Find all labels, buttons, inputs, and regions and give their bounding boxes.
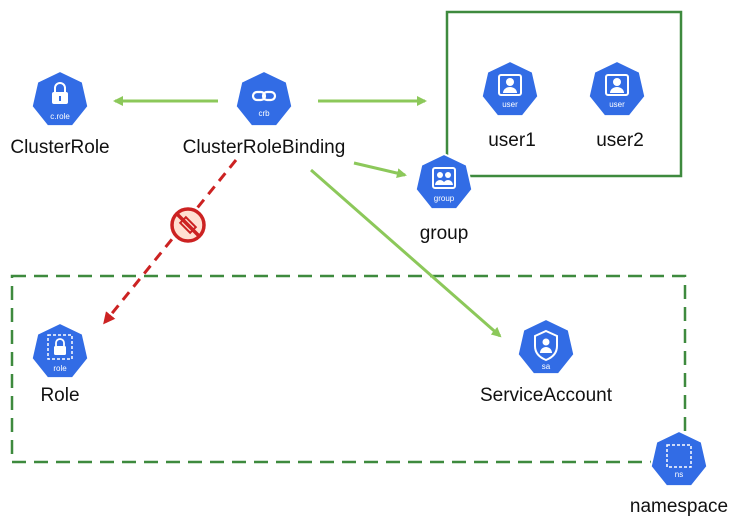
user1-tag: user: [502, 100, 518, 109]
dashed-square-icon: [666, 444, 692, 468]
user1-label: user1: [488, 130, 536, 151]
namespace-label: namespace: [630, 496, 728, 517]
clusterrole-node[interactable]: c.role: [30, 69, 90, 128]
lock-icon: [54, 338, 66, 355]
namespace-box: [10, 274, 687, 464]
person-shield-icon: [534, 329, 558, 362]
sa-tag: sa: [542, 362, 551, 371]
prohibited-icon: [170, 207, 206, 243]
arrow-crb-to-serviceaccount: [310, 168, 502, 338]
role-tag: role: [53, 364, 67, 373]
role-node[interactable]: role: [30, 321, 90, 380]
user-icon: [605, 74, 629, 96]
namespace-node[interactable]: ns: [649, 429, 709, 488]
role-label: Role: [40, 385, 79, 406]
serviceaccount-node[interactable]: sa: [516, 317, 576, 376]
users-group-box: [445, 10, 683, 178]
clusterrolebinding-node[interactable]: crb: [234, 69, 294, 128]
people-icon: [432, 167, 456, 189]
group-node[interactable]: group: [414, 152, 474, 211]
dashed-square-icon: [47, 334, 73, 360]
clusterrole-label: ClusterRole: [10, 137, 109, 158]
arrow-crb-to-role-forbidden: [103, 159, 238, 325]
user2-node[interactable]: user: [587, 59, 647, 118]
ns-tag: ns: [675, 470, 683, 479]
user2-tag: user: [609, 100, 625, 109]
user2-label: user2: [596, 130, 644, 151]
user-icon: [498, 74, 522, 96]
crb-tag: crb: [258, 109, 270, 118]
user1-node[interactable]: user: [480, 59, 540, 118]
arrow-crb-to-group: [353, 161, 407, 179]
clusterrolebinding-label: ClusterRoleBinding: [183, 137, 346, 158]
group-tag: group: [434, 194, 455, 203]
link-icon: [251, 90, 277, 102]
clusterrole-tag: c.role: [50, 112, 70, 121]
serviceaccount-label: ServiceAccount: [480, 385, 613, 406]
lock-icon: [52, 82, 68, 104]
group-label: group: [420, 223, 469, 244]
